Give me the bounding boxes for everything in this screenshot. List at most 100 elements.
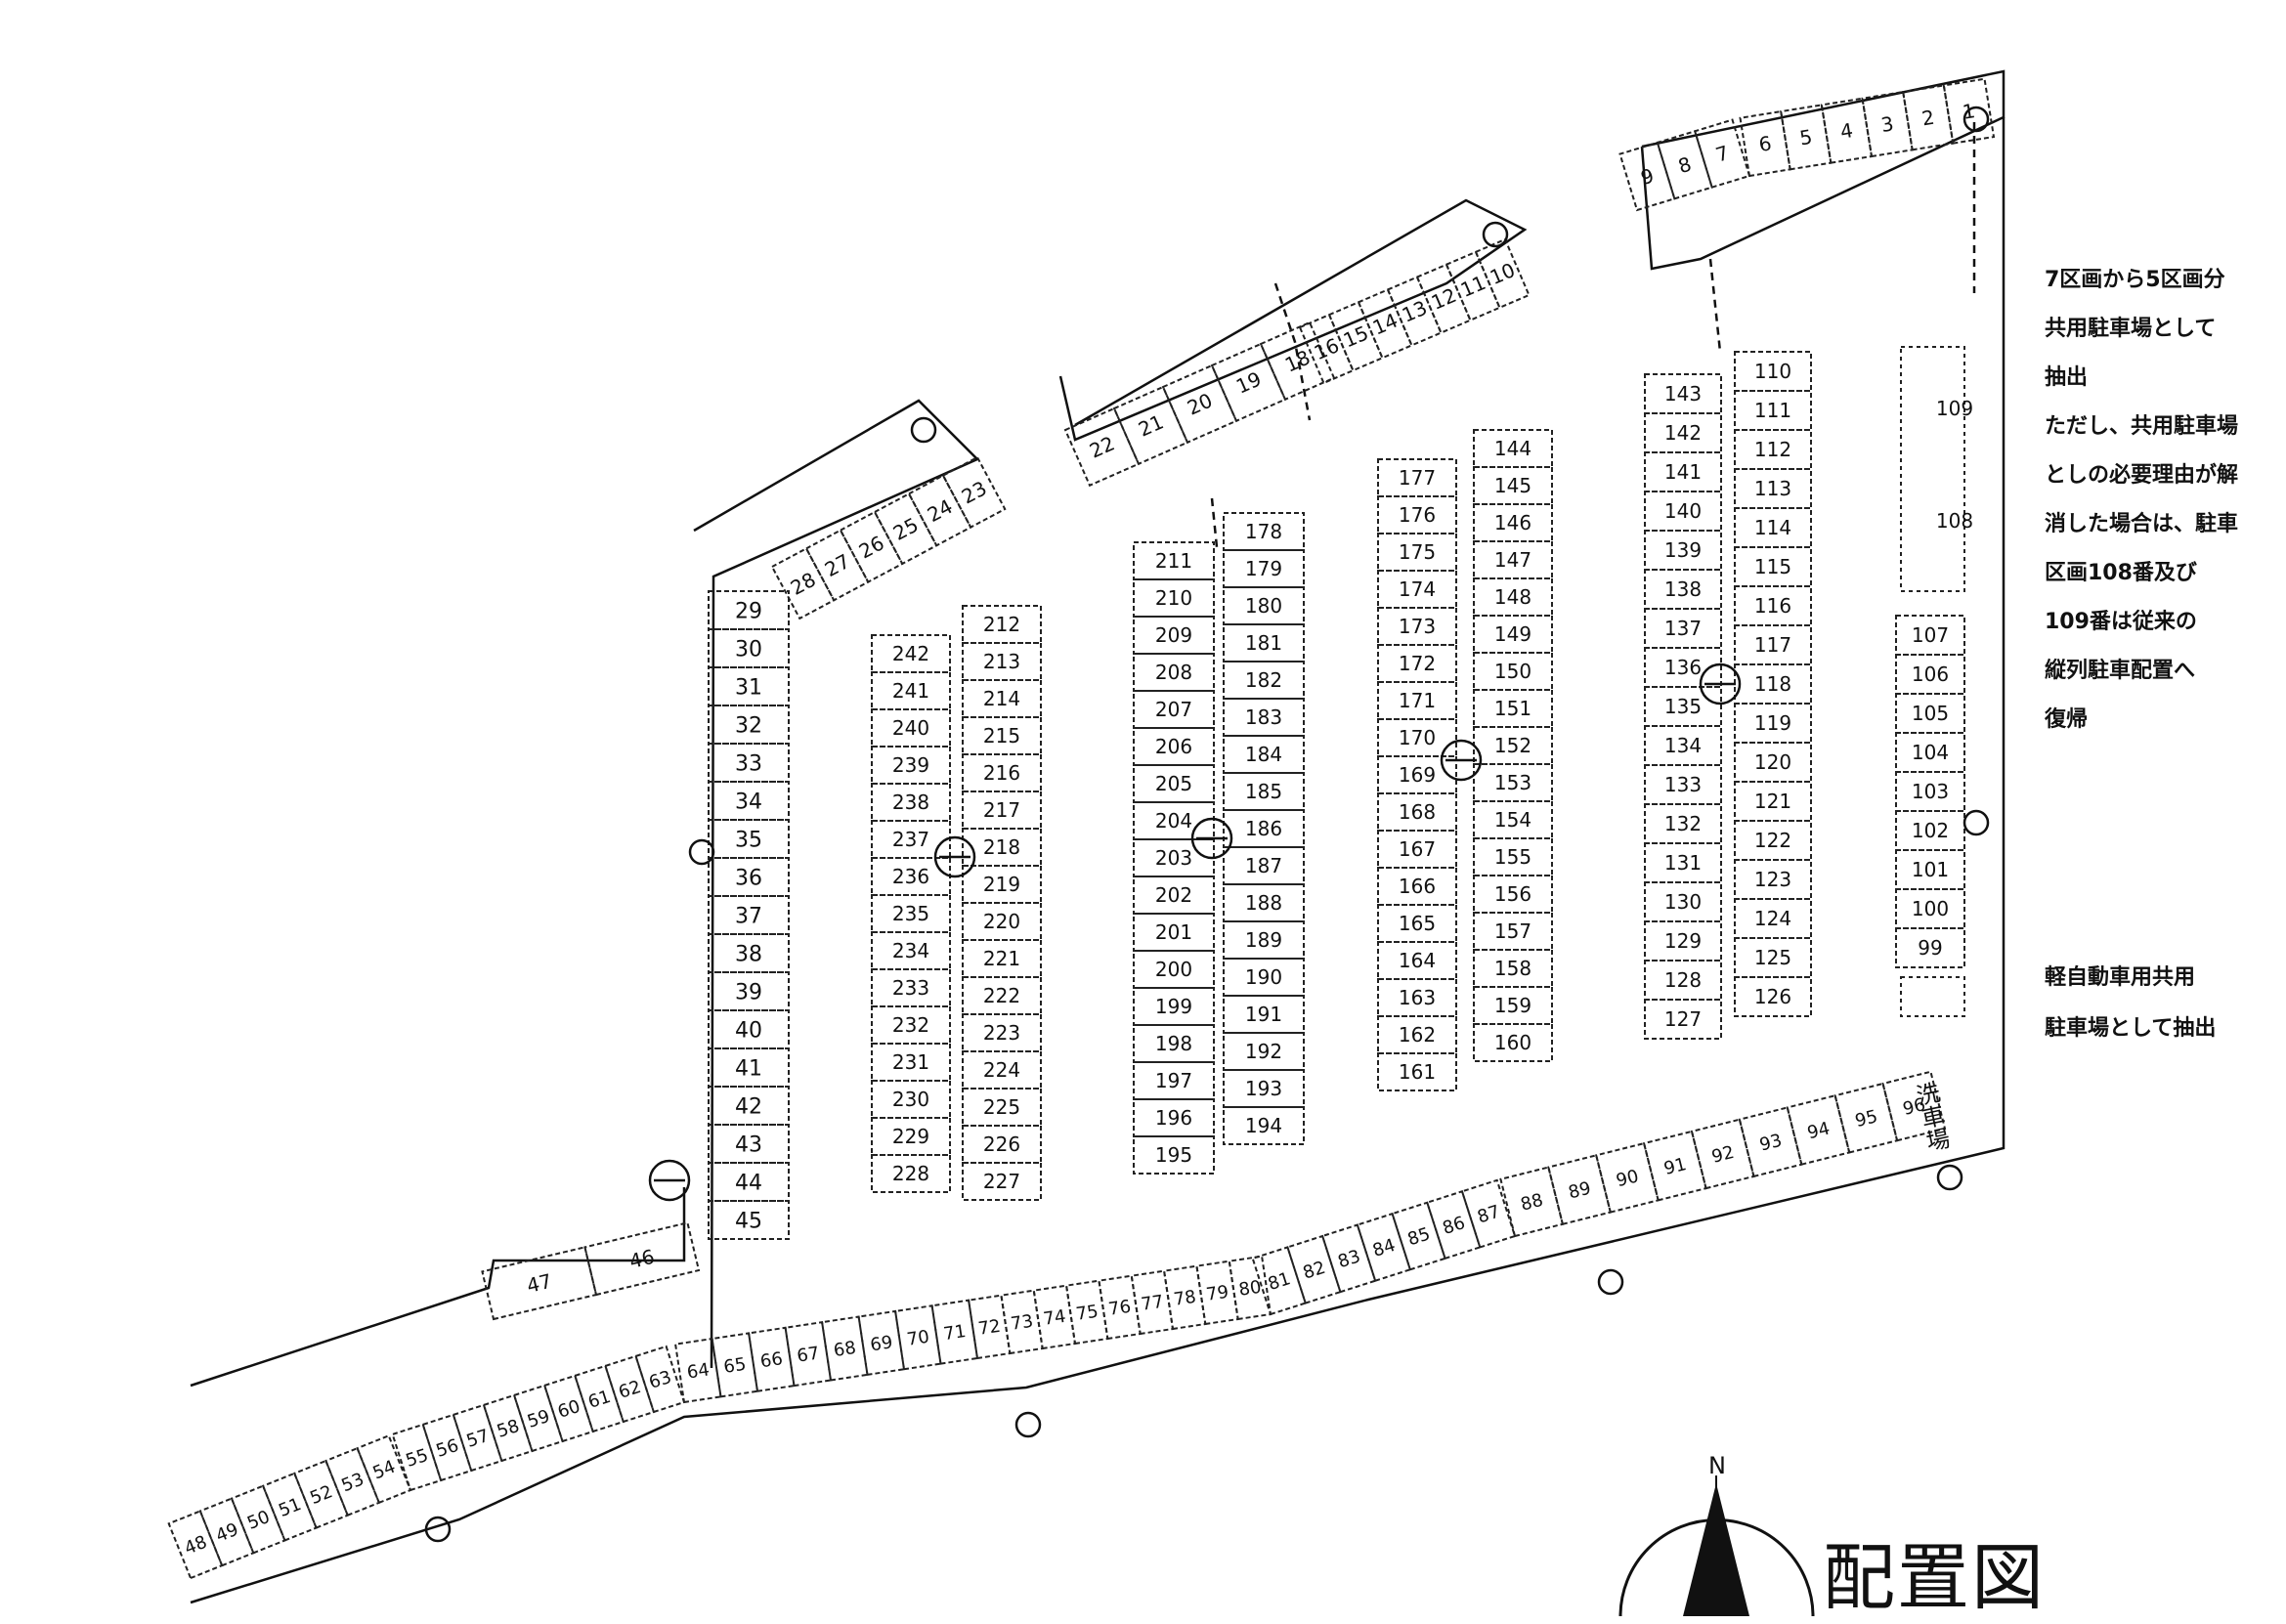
- stall-number: 60: [555, 1396, 582, 1423]
- stall-number: 108: [1936, 509, 1973, 533]
- stall-number: 157: [1494, 919, 1531, 943]
- stall-number: 38: [735, 942, 762, 966]
- parking-stall: [1881, 1070, 1947, 1142]
- stall-number: 12: [1428, 283, 1460, 315]
- site-boundary: [1210, 497, 1219, 548]
- stall-number: 32: [735, 713, 762, 738]
- stall-number: 142: [1664, 421, 1702, 445]
- stall-number: 66: [759, 1348, 785, 1372]
- parking-stall: [634, 1345, 686, 1414]
- stall-number: 76: [1107, 1297, 1133, 1320]
- parking-stall: [871, 894, 951, 933]
- site-outline: [190, 69, 2006, 1604]
- stall-number: 147: [1494, 548, 1531, 572]
- parking-stall: [784, 1321, 833, 1388]
- north-compass: N: [1618, 1452, 1815, 1616]
- parking-stall: [1377, 644, 1457, 683]
- parking-stall: [1734, 937, 1812, 978]
- parking-stall: [962, 976, 1042, 1015]
- note-kei-car-parking: 軽自動車用共用 駐車場として抽出: [2045, 953, 2216, 1054]
- parking-stall: [1377, 533, 1457, 572]
- stall-number: 222: [983, 984, 1020, 1007]
- stall-number: 25: [889, 513, 923, 545]
- utility-pole-icon: [424, 1516, 452, 1543]
- site-boundary: [1058, 198, 1528, 442]
- stall-number: 196: [1155, 1106, 1192, 1130]
- stall-number: 68: [833, 1338, 858, 1361]
- stall-number: 209: [1155, 623, 1192, 647]
- site-boundary: [1708, 258, 1722, 353]
- stall-number: 27: [821, 549, 854, 581]
- parking-stalls: 2930313233343536373839404142434445242241…: [167, 77, 1996, 1580]
- parking-stall: [1690, 1118, 1755, 1190]
- stall-number: 239: [892, 753, 929, 777]
- stall-number: 99: [1918, 936, 1942, 960]
- stall-number: 241: [892, 679, 929, 703]
- note-line: 共用駐車場として: [2045, 317, 2217, 341]
- stall-number: 65: [722, 1354, 748, 1378]
- stall-number: 40: [735, 1018, 762, 1043]
- stall-number: 23: [958, 476, 991, 508]
- stall-number: 191: [1245, 1003, 1282, 1026]
- stall-number: 80: [1237, 1277, 1263, 1301]
- stall-number: 73: [1010, 1311, 1035, 1335]
- stall-number: 207: [1155, 698, 1192, 721]
- parking-stall: [1734, 781, 1812, 822]
- stall-number: 45: [735, 1209, 762, 1233]
- parking-stall: [1460, 1178, 1517, 1249]
- stall-number: 117: [1754, 633, 1791, 657]
- stall-number: 229: [892, 1125, 929, 1148]
- stall-number: 166: [1399, 875, 1436, 898]
- parking-stall: [871, 783, 951, 822]
- stall-number: 192: [1245, 1040, 1282, 1063]
- utility-pole-icon: [1014, 1411, 1042, 1438]
- parking-stall: [1644, 764, 1722, 805]
- stall-number: 105: [1912, 702, 1949, 725]
- stall-number: 122: [1754, 829, 1791, 852]
- stall-number: 100: [1912, 897, 1949, 920]
- stall-number: 182: [1245, 668, 1282, 692]
- parking-stall: [1861, 90, 1914, 158]
- stall-number: 59: [525, 1406, 552, 1432]
- parking-stall: [962, 1013, 1042, 1052]
- stall-number: 215: [983, 724, 1020, 748]
- stall-number: 89: [1567, 1178, 1593, 1204]
- note-line: 109番は従来の: [2045, 610, 2197, 634]
- stall-number: 139: [1664, 538, 1702, 562]
- stall-number: 58: [495, 1416, 522, 1442]
- parking-stall: [1644, 569, 1722, 610]
- parking-stall: [1473, 429, 1553, 468]
- stall-number: 141: [1664, 460, 1702, 484]
- utility-pole-icon: [1963, 809, 1990, 836]
- stall-number: 124: [1754, 907, 1791, 930]
- parking-stall: [1734, 898, 1812, 939]
- stall-number: 240: [892, 716, 929, 740]
- stall-number: 189: [1245, 928, 1282, 952]
- stall-number: 56: [434, 1435, 461, 1462]
- parking-stall: [871, 1154, 951, 1193]
- parking-stall: [871, 1005, 951, 1045]
- stall-number: 153: [1494, 771, 1531, 794]
- parking-stall: [1902, 84, 1955, 151]
- stall-number: 135: [1664, 695, 1702, 718]
- parking-stall: [962, 1088, 1042, 1127]
- parking-stall: [452, 1403, 503, 1473]
- parking-stall: [1644, 686, 1722, 727]
- stall-number: 136: [1664, 656, 1702, 679]
- parking-stall: [962, 939, 1042, 978]
- parking-stall: [1298, 313, 1355, 385]
- stall-number: 101: [1912, 858, 1949, 881]
- parking-stall: [1644, 451, 1722, 492]
- parking-stall: [1357, 288, 1413, 360]
- parking-stall: [871, 820, 951, 859]
- stall-number: 81: [1266, 1268, 1293, 1295]
- stall-number: 125: [1754, 946, 1791, 969]
- parking-stall: [1644, 373, 1722, 414]
- parking-stall: [1133, 1135, 1215, 1175]
- stall-number: 79: [1205, 1282, 1230, 1305]
- note-line: 駐車場として抽出: [2045, 1016, 2217, 1041]
- parking-stall: [747, 1326, 796, 1392]
- stall-number: 57: [464, 1426, 492, 1452]
- stall-number: 213: [983, 650, 1020, 673]
- parking-stall: [1356, 1212, 1412, 1282]
